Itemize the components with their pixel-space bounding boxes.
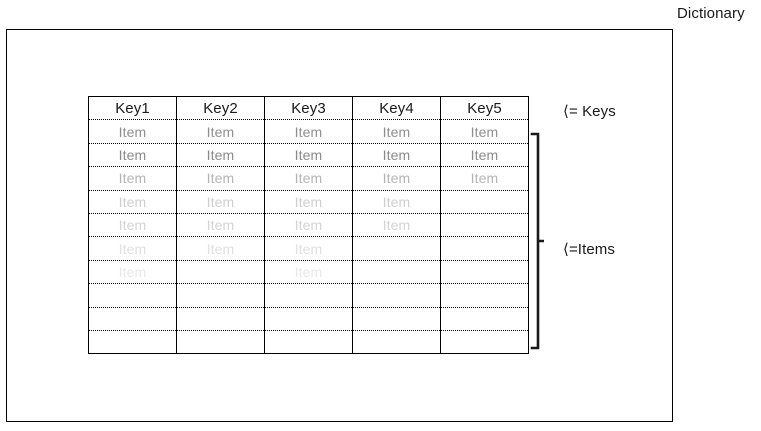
empty-cell xyxy=(352,283,441,308)
empty-cell xyxy=(440,236,529,261)
empty-cell xyxy=(88,283,177,308)
item-cell: Item xyxy=(352,213,441,238)
item-cell: Item xyxy=(176,119,265,144)
empty-cell xyxy=(352,330,441,354)
table-header-row: Key1 Key2 Key3 Key4 Key5 xyxy=(88,96,529,121)
item-cell: Item xyxy=(264,143,353,168)
item-cell: Item xyxy=(264,236,353,261)
empty-cell xyxy=(264,330,353,354)
table-row xyxy=(88,307,529,331)
page-title: Dictionary xyxy=(677,5,745,22)
item-cell: Item xyxy=(88,166,177,191)
item-cell: Item xyxy=(88,119,177,144)
empty-cell xyxy=(440,260,529,285)
item-cell: Item xyxy=(88,190,177,214)
empty-cell xyxy=(176,260,265,285)
items-bracket xyxy=(530,131,546,351)
item-cell: Item xyxy=(352,166,441,191)
item-cell: Item xyxy=(176,213,265,238)
empty-cell xyxy=(264,283,353,308)
empty-cell xyxy=(440,330,529,354)
empty-cell xyxy=(176,307,265,331)
item-cell: Item xyxy=(88,213,177,238)
empty-cell xyxy=(440,190,529,214)
item-cell: Item xyxy=(264,190,353,214)
empty-cell xyxy=(88,307,177,331)
empty-cell xyxy=(176,283,265,308)
item-cell: Item xyxy=(264,166,353,191)
empty-cell xyxy=(440,213,529,238)
item-cell: Item xyxy=(264,119,353,144)
item-cell: Item xyxy=(440,119,529,144)
item-cell: Item xyxy=(176,190,265,214)
item-cell: Item xyxy=(352,190,441,214)
empty-cell xyxy=(440,283,529,308)
item-cell: Item xyxy=(88,236,177,261)
table-row xyxy=(88,283,529,308)
item-cell: Item xyxy=(264,213,353,238)
item-cell: Item xyxy=(88,143,177,168)
items-annotation-label: ⟨=Items xyxy=(563,241,615,258)
empty-cell xyxy=(176,330,265,354)
item-cell: Item xyxy=(176,143,265,168)
empty-cell xyxy=(88,330,177,354)
item-cell: Item xyxy=(440,143,529,168)
item-cell: Item xyxy=(352,119,441,144)
empty-cell xyxy=(264,307,353,331)
keys-annotation-label: ⟨= Keys xyxy=(563,103,616,120)
empty-cell xyxy=(352,307,441,331)
column-header-key4: Key4 xyxy=(352,96,441,121)
column-header-key3: Key3 xyxy=(264,96,353,121)
column-header-key5: Key5 xyxy=(440,96,529,121)
item-cell: Item xyxy=(352,143,441,168)
item-cell: Item xyxy=(88,260,177,285)
bracket-shape xyxy=(530,132,544,350)
column-header-key2: Key2 xyxy=(176,96,265,121)
empty-cell xyxy=(440,307,529,331)
empty-cell xyxy=(352,260,441,285)
column-header-key1: Key1 xyxy=(88,96,177,121)
table-row: Item Item xyxy=(88,260,529,285)
item-cell: Item xyxy=(440,166,529,191)
item-cell: Item xyxy=(176,166,265,191)
empty-cell xyxy=(352,236,441,261)
item-cell: Item xyxy=(176,236,265,261)
table-row xyxy=(88,330,529,354)
item-cell: Item xyxy=(264,260,353,285)
